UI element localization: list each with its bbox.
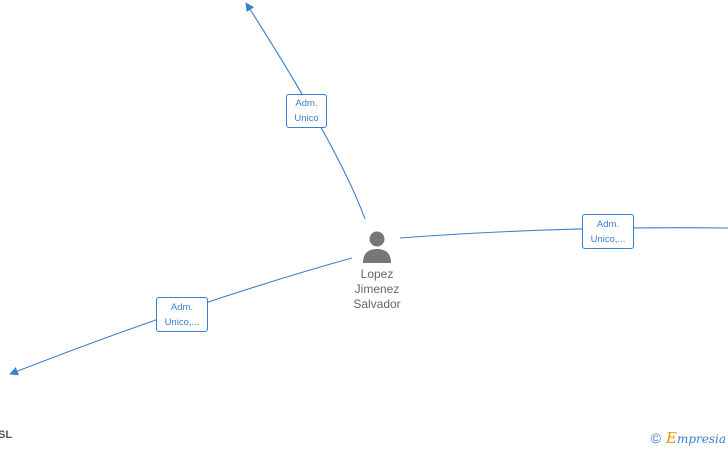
person-name: Lopez Jimenez Salvador	[336, 267, 418, 312]
company-node-label[interactable]: SL	[0, 429, 13, 441]
edge-label-line: Adm.	[596, 218, 620, 230]
brand-initial: E	[665, 429, 677, 447]
edge-label-southwest[interactable]: Adm. Unico,...	[156, 297, 208, 332]
edge-label-line: Adm.	[170, 301, 194, 313]
person-name-line: Lopez	[360, 267, 394, 281]
edge-north-line[interactable]	[245, 2, 366, 220]
edge-label-east[interactable]: Adm. Unico,...	[582, 214, 634, 249]
copyright-icon: ©	[650, 430, 661, 446]
edge-east-line[interactable]	[399, 227, 728, 239]
brand-logo: Empresia	[666, 429, 726, 447]
watermark: © Empresia	[651, 429, 726, 447]
edge-label-north[interactable]: Adm. Unico	[286, 94, 327, 128]
edge-label-line: Adm.	[295, 98, 318, 109]
person-name-line: Jimenez	[354, 282, 400, 296]
person-icon	[363, 231, 391, 263]
edge-label-line: Unico	[294, 113, 319, 124]
brand-name: mpresia	[676, 432, 726, 446]
edge-label-line: Unico,...	[164, 316, 200, 328]
person-node[interactable]: Lopez Jimenez Salvador	[336, 230, 418, 312]
edge-label-line: Unico,...	[590, 233, 626, 245]
person-name-line: Salvador	[353, 297, 401, 311]
